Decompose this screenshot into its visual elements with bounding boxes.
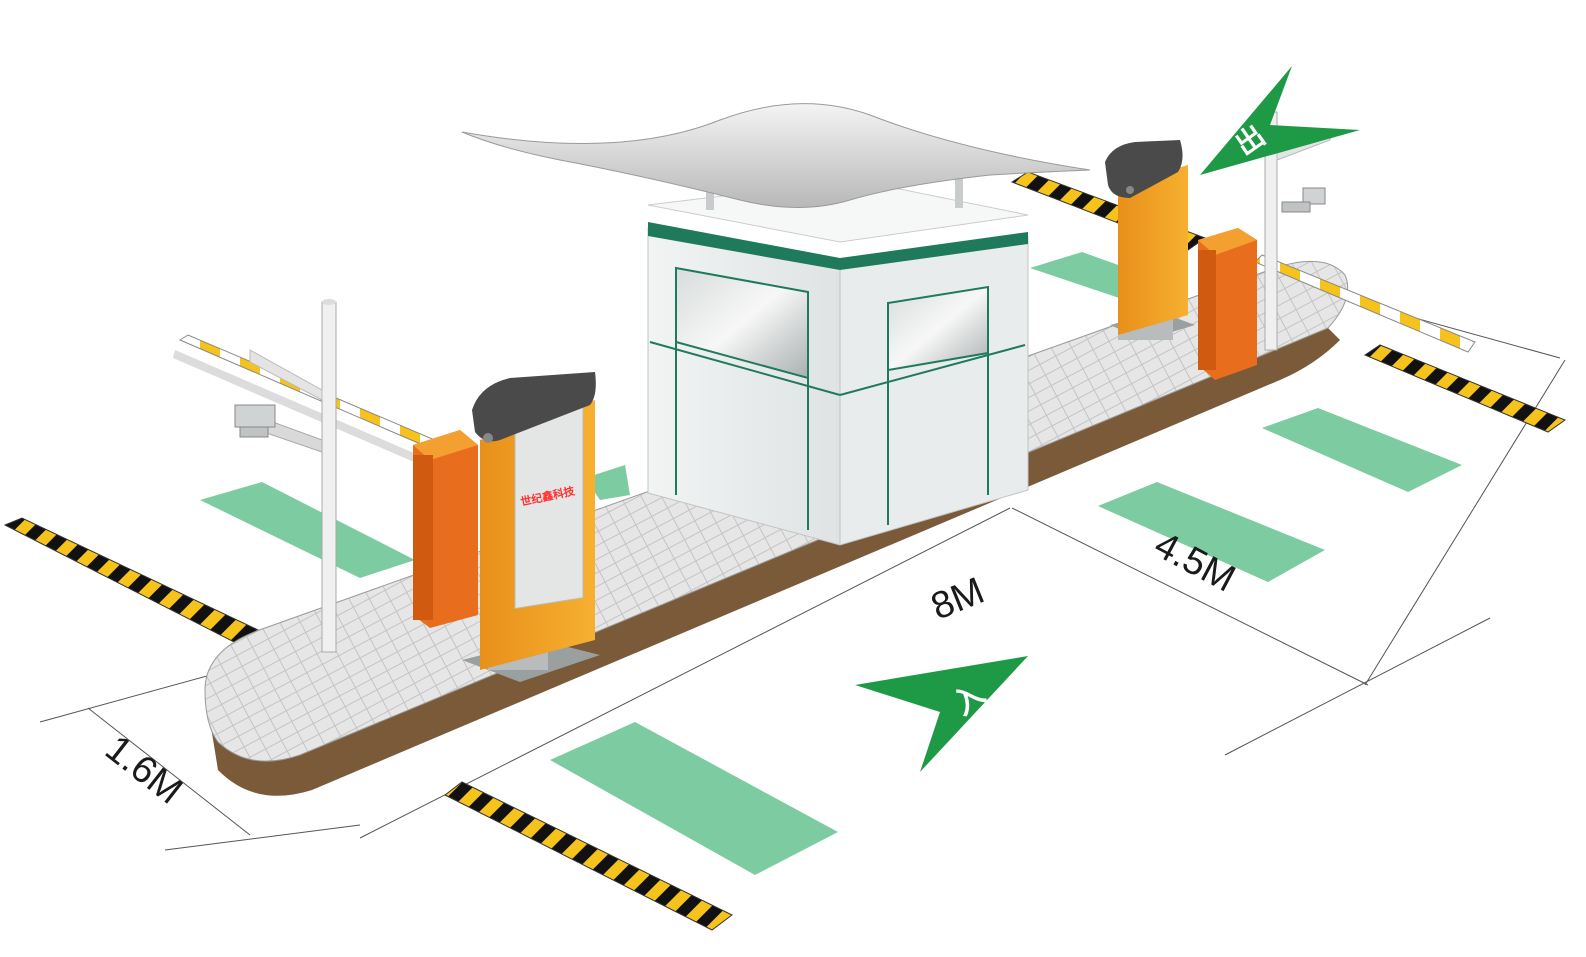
dimension-label-island-width: 1.6M <box>97 727 189 812</box>
camera-icon <box>1281 187 1326 213</box>
left-camera-pole <box>234 299 337 653</box>
lane-marking <box>200 482 415 578</box>
lane-marking <box>1262 408 1462 492</box>
camera-icon <box>234 404 276 438</box>
dimension-label-length: 8M <box>925 570 990 629</box>
lane-marking <box>1098 482 1325 582</box>
booth-top-band <box>840 232 1028 270</box>
booth-roof-canopy <box>461 103 1091 208</box>
right-ticket-terminal <box>1105 140 1195 340</box>
booth-top-band <box>648 222 840 270</box>
speed-bump <box>444 781 733 931</box>
lane-marking <box>550 722 838 875</box>
lane-markings <box>200 252 1462 875</box>
terminal-indicator-icon <box>1126 186 1134 194</box>
speed-bump <box>1363 344 1567 433</box>
left-ticket-terminal: 世纪鑫科技 <box>462 372 600 682</box>
right-barrier-arm <box>1254 254 1476 353</box>
right-barrier-gate <box>1198 228 1257 380</box>
speed-bump <box>3 517 259 646</box>
entry-direction-arrow: 入 <box>855 656 1028 772</box>
booth-right-wall <box>839 236 1029 546</box>
left-barrier-gate <box>413 430 478 628</box>
lane-marking <box>585 465 630 500</box>
toll-booth <box>461 103 1091 546</box>
terminal-indicator-icon <box>483 433 493 443</box>
